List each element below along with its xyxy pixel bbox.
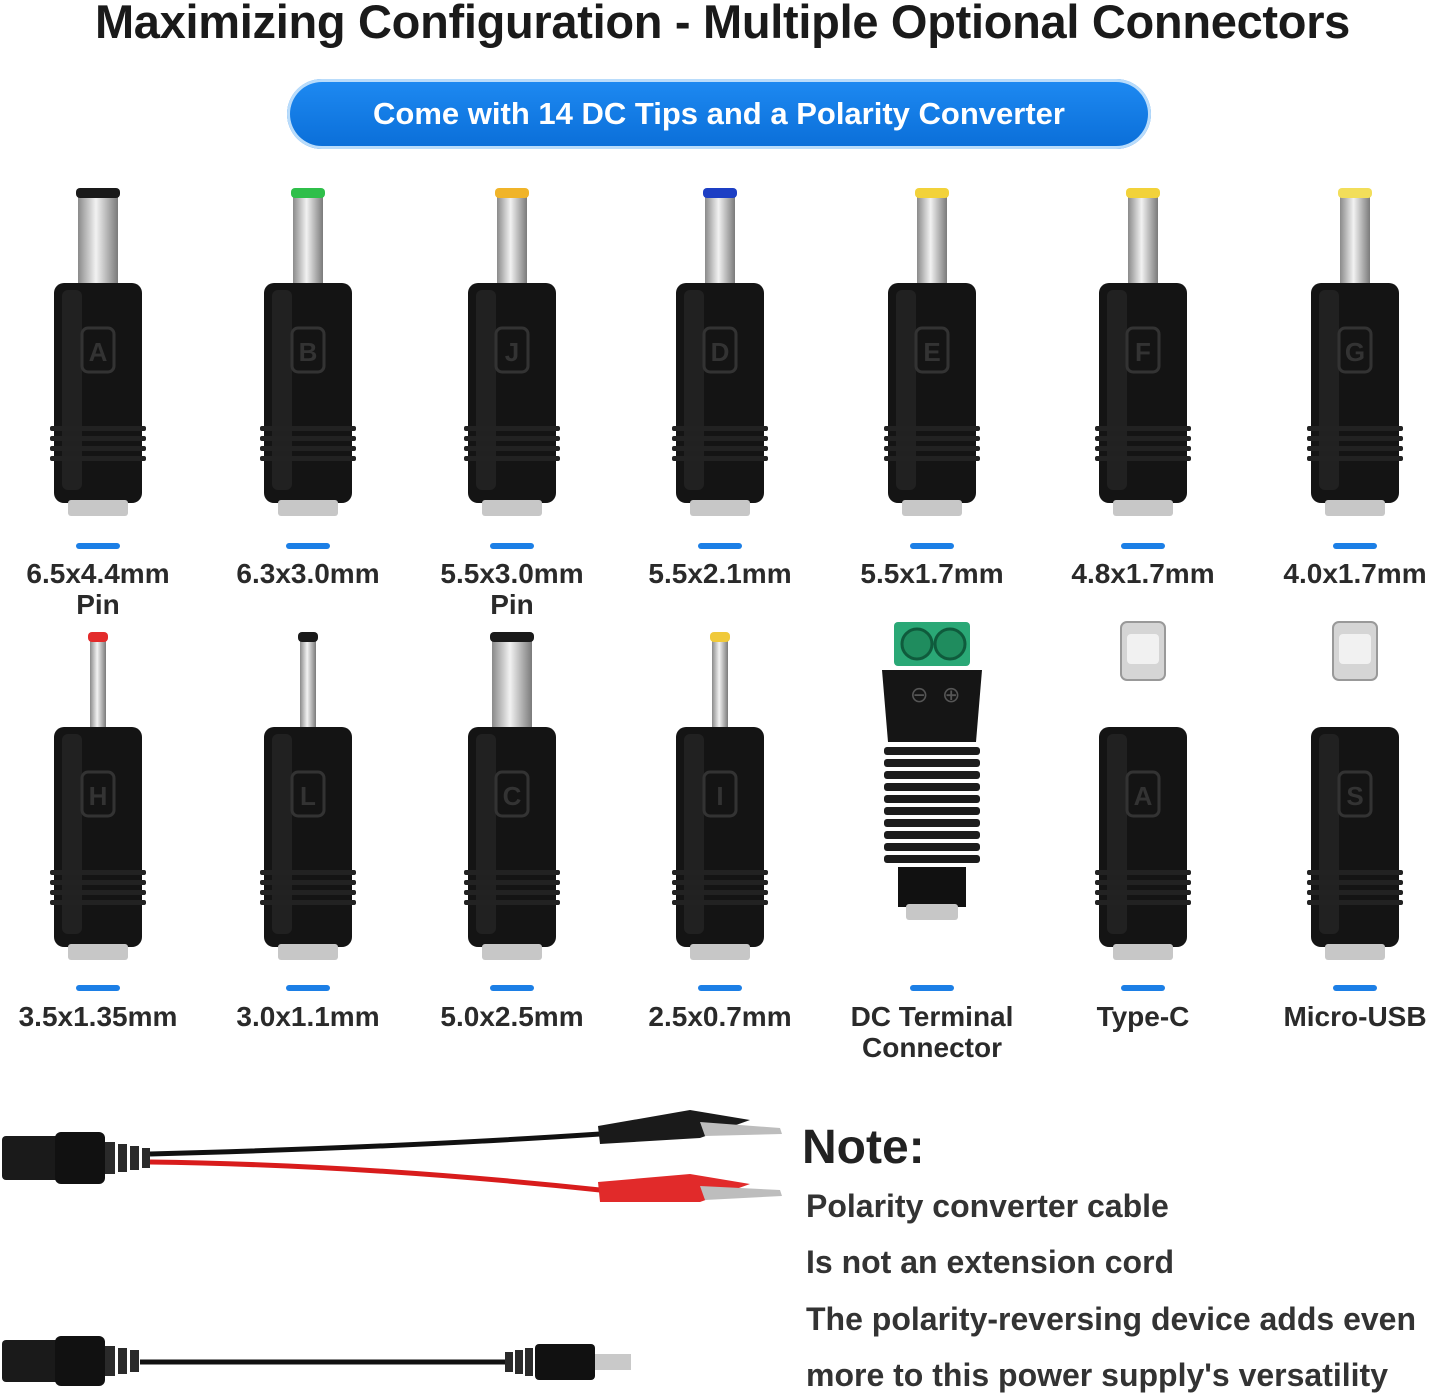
connector-tip-image: I [625,612,815,972]
connector-tip-icon: H [50,632,146,960]
connector-tip-image: A [3,168,193,528]
label-accent-bar [286,543,330,549]
label-accent-bar [1121,543,1165,549]
connector-tip-image: G [1260,168,1445,528]
note-line: Is not an extension cord [806,1244,1175,1280]
connector-size: 3.5x1.35mm [18,1001,178,1032]
connector-subtitle: Pin [490,589,534,620]
connector-subtitle: Connector [862,1032,1002,1063]
connector-tip-image: C [417,612,607,972]
svg-text:⊖: ⊖ [910,683,928,708]
connector-tip-icon: C [464,632,560,960]
banner: Come with 14 DC Tips and a Polarity Conv… [287,79,1151,149]
connector-tip-image: S [1260,612,1445,972]
label-accent-bar [698,985,742,991]
connector-label: Type-C [1038,1001,1248,1032]
svg-text:B: B [299,337,318,367]
svg-text:L: L [300,781,316,811]
label-accent-bar [1121,985,1165,991]
connector-tip-image: L [213,612,403,972]
dc-extension-cable [2,1336,631,1386]
note-line: more to this power supply's versatility [806,1357,1388,1393]
connector-tip-image: ⊖⊕ [837,612,1027,972]
polarity-cables-image [2,1110,782,1386]
svg-text:A: A [89,337,108,367]
connector-label: 6.3x3.0mm [203,558,413,589]
svg-text:D: D [711,337,730,367]
connector-size: 5.0x2.5mm [440,1001,584,1032]
note-line: The polarity-reversing device adds even [806,1301,1417,1337]
svg-text:E: E [923,337,940,367]
connector-label: 5.5x1.7mm [827,558,1037,589]
connector-tip-icon: F [1095,188,1191,516]
polarity-converter-cable [2,1110,782,1202]
connector-size: 6.5x4.4mm [26,558,170,589]
svg-text:⊕: ⊕ [942,683,960,708]
svg-text:J: J [505,337,519,367]
label-accent-bar [698,543,742,549]
connector-size: 4.0x1.7mm [1283,558,1427,589]
connector-size: 5.5x3.0mm [440,558,584,589]
connector-tip-icon: E [884,188,980,516]
connector-tip-icon: A [50,188,146,516]
connector-tip-icon: I [672,632,768,960]
connector-size: DC Terminal [850,1001,1014,1032]
connector-size: 4.8x1.7mm [1071,558,1215,589]
label-accent-bar [490,985,534,991]
svg-text:I: I [716,781,723,811]
connector-tip-icon: B [260,188,356,516]
label-accent-bar [76,543,120,549]
label-accent-bar [910,985,954,991]
connector-size: 6.3x3.0mm [236,558,380,589]
connector-tip-icon: A [1095,621,1191,960]
connector-subtitle: Pin [76,589,120,620]
label-accent-bar [1333,985,1377,991]
label-accent-bar [910,543,954,549]
connector-tip-icon: S [1307,621,1403,960]
connector-label: 4.8x1.7mm [1038,558,1248,589]
connector-tip-image: D [625,168,815,528]
svg-text:A: A [1134,781,1153,811]
connector-tip-image: H [3,612,193,972]
connector-label: 5.0x2.5mm [407,1001,617,1032]
label-accent-bar [1333,543,1377,549]
connector-size: 5.5x1.7mm [860,558,1004,589]
connector-tip-icon: G [1307,188,1403,516]
connector-tip-image: F [1048,168,1238,528]
svg-text:C: C [503,781,522,811]
connector-label: Micro-USB [1250,1001,1445,1032]
note-line: Polarity converter cable [806,1188,1169,1224]
connector-label: 4.0x1.7mm [1250,558,1445,589]
connector-size: Micro-USB [1283,1001,1427,1032]
svg-text:H: H [89,781,108,811]
svg-text:F: F [1135,337,1151,367]
connector-tip-image: B [213,168,403,528]
connector-tip-icon: ⊖⊕ [882,622,982,920]
connector-size: 3.0x1.1mm [236,1001,380,1032]
connector-label: 2.5x0.7mm [615,1001,825,1032]
connector-tip-image: J [417,168,607,528]
connector-tip-icon: D [672,188,768,516]
connector-size: 2.5x0.7mm [648,1001,792,1032]
connector-tip-image: E [837,168,1027,528]
label-accent-bar [490,543,534,549]
connector-size: Type-C [1096,1001,1190,1032]
connector-label: 3.0x1.1mm [203,1001,413,1032]
svg-text:S: S [1346,781,1363,811]
connector-tip-icon: J [464,188,560,516]
label-accent-bar [76,985,120,991]
connector-tip-image: A [1048,612,1238,972]
label-accent-bar [286,985,330,991]
note-heading: Note: [802,1121,925,1174]
page-title: Maximizing Configuration - Multiple Opti… [94,0,1351,48]
connector-tip-icon: L [260,632,356,960]
connector-size: 5.5x2.1mm [648,558,792,589]
connector-label: 5.5x2.1mm [615,558,825,589]
svg-text:G: G [1345,337,1365,367]
connector-label: 3.5x1.35mm [0,1001,203,1032]
